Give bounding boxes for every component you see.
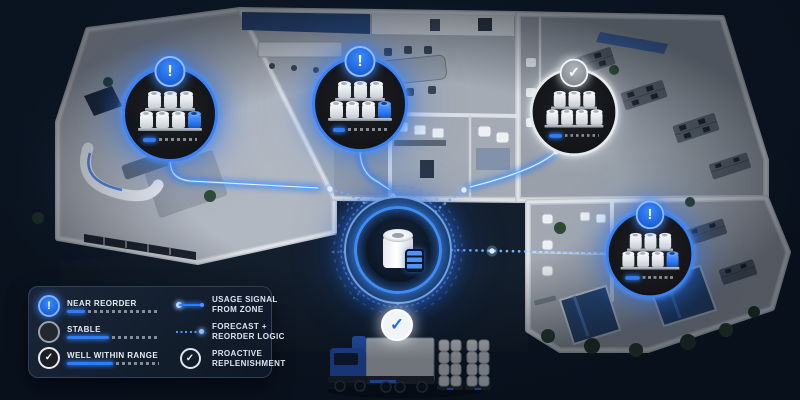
connection-lines [166, 146, 606, 314]
usage-signal-line-zone-2 [356, 146, 394, 194]
legend-panel: ! NEAR REORDER STABLE ✓ WELL WITHIN RANG… [28, 286, 285, 378]
exclamation-icon: ! [635, 200, 665, 230]
central-hub-node [344, 196, 452, 304]
legend-item-proactive-replenishment: ✓ PROACTIVE REPLENISHMENT [175, 348, 286, 369]
legend-label: PROACTIVE REPLENISHMENT [212, 348, 286, 368]
wing-furniture [534, 197, 760, 357]
dotted-line-icon [176, 328, 204, 336]
legend-status-column: ! NEAR REORDER STABLE ✓ WELL WITHIN RANG… [38, 295, 159, 369]
exclamation-icon: ! [344, 46, 376, 77]
legend-item-stable: STABLE [38, 321, 159, 343]
supply-shelf [606, 210, 694, 298]
legend-item-near-reorder: ! NEAR REORDER [38, 295, 159, 317]
delivery-check-icon: ✓ [381, 309, 413, 341]
hub-core [366, 218, 430, 282]
level-bar [67, 309, 159, 314]
database-icon [405, 249, 424, 272]
zone-glow-ring [605, 209, 695, 299]
check-badge-icon: ✓ [38, 347, 60, 369]
legend-item-usage-signal: USAGE SIGNAL FROM ZONE [175, 295, 286, 315]
zone-node-2: ! [312, 46, 408, 152]
supply-level-bar [143, 137, 197, 142]
paper-roll-icon [383, 229, 424, 272]
level-bar [67, 361, 159, 366]
legend-item-well-within-range: ✓ WELL WITHIN RANGE [38, 347, 159, 369]
supply-level-bar [549, 133, 599, 138]
usage-signal-line-zone-1 [166, 154, 322, 192]
legend-label: NEAR REORDER [67, 298, 137, 308]
zone-node-3: ✓ [529, 58, 619, 157]
level-bar [67, 335, 159, 340]
mid-section-furniture [242, 12, 514, 178]
ring-badge-icon [38, 321, 60, 343]
hub-inner-ring [354, 206, 442, 294]
exclamation-badge-icon: ! [38, 295, 60, 317]
legend-label: FORECAST + REORDER LOGIC [212, 321, 285, 341]
zone-node-4: ! [605, 200, 695, 299]
supply-shelf [312, 56, 408, 152]
supply-shelf [122, 66, 218, 162]
legend-item-forecast-reorder: FORECAST + REORDER LOGIC [175, 322, 286, 342]
paper-roll-pallets [437, 339, 491, 390]
legend-label: USAGE SIGNAL FROM ZONE [212, 295, 278, 314]
supply-level-bar [625, 275, 675, 280]
supply-shelf [530, 68, 618, 156]
forecast-line-zone-1 [334, 189, 385, 224]
forecast-line-zone-4 [450, 248, 606, 255]
usage-signal-line-zone-3 [466, 148, 560, 191]
zone-node-1: ! [122, 56, 218, 162]
check-icon: ✓ [559, 58, 589, 88]
shrubs [541, 222, 760, 357]
solid-line-icon [176, 301, 204, 309]
legend-label: STABLE [67, 324, 101, 334]
legend-flow-column: USAGE SIGNAL FROM ZONE FORECAST + REORDE… [175, 295, 286, 369]
supply-level-bar [333, 127, 387, 132]
legend-label: WELL WITHIN RANGE [67, 350, 159, 360]
check-circle-icon: ✓ [179, 348, 201, 369]
delivery-truck [327, 336, 491, 398]
exclamation-icon: ! [154, 56, 186, 87]
